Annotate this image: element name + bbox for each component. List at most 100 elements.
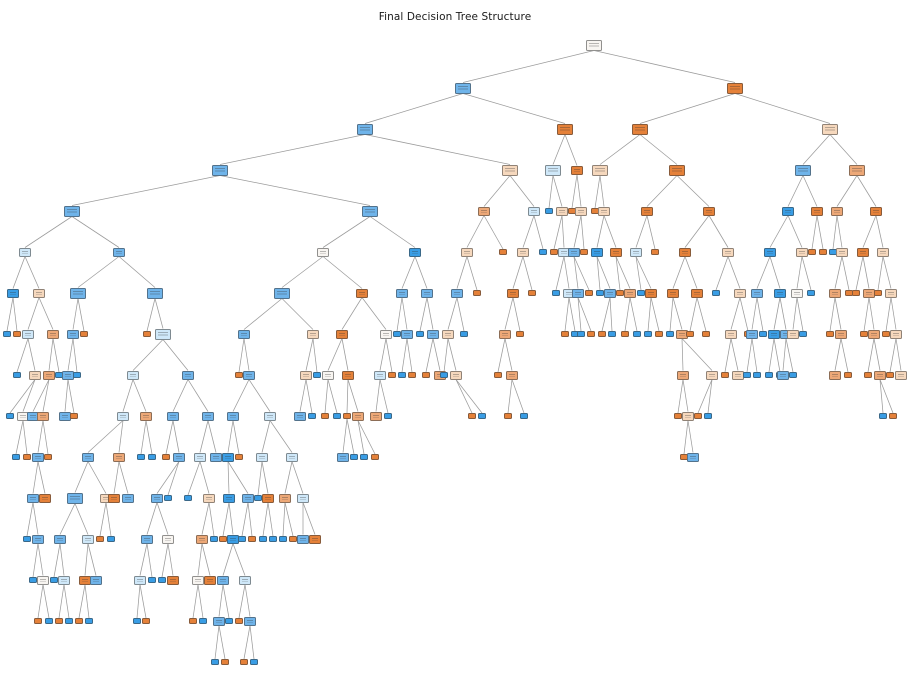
node-text-lines: [505, 167, 515, 173]
node-text-lines: [30, 414, 36, 418]
tree-node: [506, 370, 518, 380]
tree-node: [300, 370, 312, 380]
tree-node: [380, 329, 392, 339]
tree-node: [279, 493, 291, 503]
tree-node: [499, 329, 511, 339]
tree-node: [117, 411, 129, 421]
tree-node: [408, 372, 416, 378]
tree-node: [598, 206, 610, 216]
node-text-lines: [377, 373, 383, 377]
tree-node: [204, 575, 216, 585]
node-text-lines: [670, 291, 676, 295]
tree-node: [189, 618, 197, 624]
tree-node: [587, 331, 595, 337]
tree-node: [82, 452, 94, 462]
tree-node: [586, 39, 602, 51]
node-text-lines: [116, 250, 122, 254]
tree-node: [746, 329, 758, 339]
node-text-lines: [205, 414, 211, 418]
tree-node: [791, 288, 803, 298]
tree-node: [633, 331, 641, 337]
node-text-lines: [207, 578, 213, 582]
node-text-lines: [561, 250, 567, 254]
node-text-lines: [373, 414, 379, 418]
node-text-lines: [825, 126, 835, 132]
tree-node: [64, 205, 80, 217]
tree-node: [687, 452, 699, 462]
node-text-lines: [709, 373, 715, 377]
node-text-lines: [230, 414, 236, 418]
tree-node: [362, 205, 378, 217]
node-text-lines: [312, 537, 318, 541]
node-text-lines: [871, 332, 877, 336]
tree-node: [401, 329, 413, 339]
tree-node: [768, 329, 780, 339]
node-text-lines: [595, 167, 605, 173]
tree-node: [259, 536, 267, 542]
tree-node: [764, 247, 776, 257]
tree-node: [210, 536, 218, 542]
tree-node: [350, 454, 358, 460]
tree-node: [502, 164, 518, 176]
node-text-lines: [93, 578, 99, 582]
tree-node: [677, 370, 689, 380]
tree-node: [421, 288, 433, 298]
node-text-lines: [103, 496, 109, 500]
node-text-lines: [575, 291, 581, 295]
node-text-lines: [242, 578, 248, 582]
node-text-lines: [571, 250, 577, 254]
node-text-lines: [453, 373, 459, 377]
node-text-lines: [70, 332, 76, 336]
node-text-lines: [199, 537, 205, 541]
tree-node: [598, 331, 606, 337]
node-text-lines: [873, 209, 879, 213]
tree-node: [254, 495, 262, 501]
tree-node: [799, 331, 807, 337]
node-text-lines: [383, 332, 389, 336]
node-text-lines: [213, 455, 219, 459]
tree-node: [388, 372, 396, 378]
node-text-lines: [282, 496, 288, 500]
node-text-lines: [46, 373, 52, 377]
tree-node: [162, 454, 170, 460]
node-text-lines: [445, 332, 451, 336]
tree-node: [669, 164, 685, 176]
node-text-lines: [834, 209, 840, 213]
node-text-lines: [785, 209, 791, 213]
tree-node: [240, 659, 248, 665]
tree-node: [890, 329, 902, 339]
tree-node: [836, 247, 848, 257]
node-text-lines: [898, 373, 904, 377]
tree-node: [557, 123, 573, 135]
tree-node: [422, 372, 430, 378]
node-text-lines: [300, 496, 306, 500]
tree-node: [857, 247, 869, 257]
tree-node: [182, 370, 194, 380]
node-text-lines: [42, 496, 48, 500]
tree-node: [122, 493, 134, 503]
tree-node: [309, 534, 321, 544]
tree-node: [173, 452, 185, 462]
tree-node: [142, 618, 150, 624]
node-text-lines: [783, 332, 789, 336]
tree-node: [630, 247, 642, 257]
tree-node: [473, 290, 481, 296]
node-text-lines: [36, 291, 42, 295]
node-text-lines: [225, 455, 231, 459]
node-text-lines: [259, 455, 265, 459]
node-text-lines: [838, 332, 844, 336]
tree-node: [55, 618, 63, 624]
tree-node: [753, 372, 761, 378]
node-text-lines: [310, 332, 316, 336]
node-text-lines: [644, 209, 650, 213]
tree-node: [297, 534, 309, 544]
node-text-lines: [754, 291, 760, 295]
node-text-lines: [777, 291, 783, 295]
tree-node: [703, 206, 715, 216]
tree-node: [239, 575, 251, 585]
tree-node: [468, 413, 476, 419]
tree-node: [210, 452, 222, 462]
tree-node: [384, 413, 392, 419]
node-text-lines: [185, 373, 191, 377]
